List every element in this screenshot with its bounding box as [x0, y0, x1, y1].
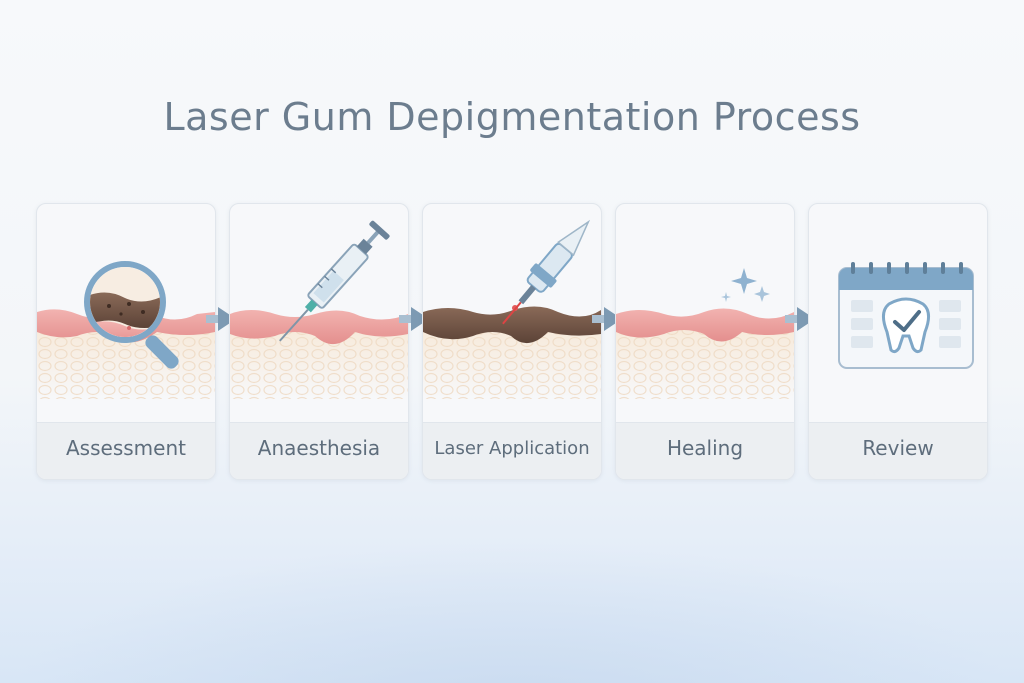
arrow-right-icon — [785, 307, 815, 331]
step-label-anaesthesia: Anaesthesia — [257, 436, 381, 460]
step-label-assessment: Assessment — [66, 436, 186, 460]
arrow-right-icon — [399, 307, 429, 331]
background-haze — [0, 540, 1024, 683]
label-band — [230, 422, 408, 479]
step-card-review: Review — [808, 203, 988, 480]
magnifying-glass-icon — [37, 261, 215, 399]
laser-pen-icon — [423, 219, 601, 399]
label-band — [616, 422, 794, 479]
step-card-healing: Healing — [615, 203, 795, 480]
sparkle-icon — [616, 268, 794, 399]
step-card-assessment: Assessment — [36, 203, 216, 480]
step-label-laser-application: Laser Application — [434, 438, 590, 459]
arrow-right-icon — [592, 307, 622, 331]
syringe-icon — [230, 220, 408, 399]
label-band — [423, 422, 601, 479]
step-label-healing: Healing — [666, 436, 744, 460]
calendar-tooth-icon — [838, 262, 974, 369]
step-card-anaesthesia: Anaesthesia — [229, 203, 409, 480]
arrow-right-icon — [206, 307, 236, 331]
label-band — [37, 422, 215, 479]
page-title: Laser Gum Depigmentation Process — [163, 95, 861, 140]
label-band — [809, 422, 987, 479]
step-label-review: Review — [862, 436, 934, 460]
step-card-laser-application: Laser Application — [422, 203, 602, 480]
